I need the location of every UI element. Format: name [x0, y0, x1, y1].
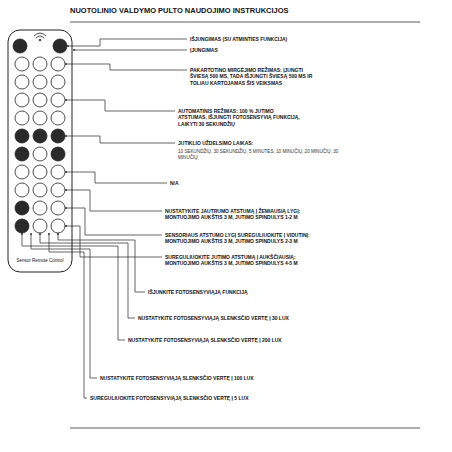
callout-text: SENSORIAUS ATSTUMO LYGĮ SUREGULIUOKITE Į… — [165, 232, 315, 245]
remote-button — [15, 147, 29, 161]
callout-text: PAKARTOTINO MIRGĖJIMO REŽIMAS: ĮJUNGTI Š… — [190, 67, 315, 86]
remote-button — [33, 57, 47, 71]
leader-dot — [48, 233, 50, 235]
rule-line — [70, 428, 420, 429]
rule-line — [70, 22, 420, 23]
leader-line — [22, 234, 125, 340]
remote-button — [51, 57, 65, 71]
title: NUOTOLINIO VALDYMO PULTO NAUDOJIMO INSTR… — [70, 6, 289, 15]
leader-line — [66, 100, 175, 111]
remote-button — [33, 183, 47, 197]
remote-button — [51, 165, 65, 179]
remote-button — [51, 129, 65, 143]
remote-button — [15, 165, 29, 179]
leader-dot — [21, 233, 23, 235]
remote-button — [51, 183, 65, 197]
remote-button — [15, 201, 29, 215]
remote-button — [15, 129, 29, 143]
remote-button — [51, 219, 65, 233]
leader-dot — [65, 207, 67, 209]
remote-button — [51, 201, 65, 215]
leader-dot — [65, 171, 67, 173]
leader-line — [66, 64, 187, 70]
remote-button — [53, 39, 67, 53]
callout-text: AUTOMATINIS REŽIMAS: 100 % JUTIMO ATSTUM… — [178, 108, 303, 127]
remote-button — [33, 93, 47, 107]
leader-line — [68, 39, 187, 46]
leader-dot — [57, 233, 59, 235]
remote-button — [15, 111, 29, 125]
remote-button — [33, 111, 47, 125]
callout-text: 10 SEKUNDŽIŲ, 30 SEKUNDŽIŲ, 5 MINUTĖS, 1… — [178, 149, 343, 160]
callout-text: NUSTATYKITE FOTOSENSYVIĄJĄ SLENKSČIO VER… — [138, 315, 358, 321]
remote-button — [51, 147, 65, 161]
leader-dot — [65, 63, 67, 65]
remote-buttons — [13, 39, 67, 233]
leader-dot — [65, 225, 67, 227]
remote-button — [51, 75, 65, 89]
remote-button — [33, 129, 47, 143]
remote-button — [15, 183, 29, 197]
remote-button — [15, 75, 29, 89]
remote-button — [15, 93, 29, 107]
callout-text: IŠJUNGIMAS (SU ATMINTIES FUNKCIJA) — [190, 36, 410, 42]
remote-button — [51, 111, 65, 125]
leader-line — [40, 234, 135, 318]
remote-button — [33, 201, 47, 215]
callout-text: NUSTATYKITE JAUTRUMO ATSTUMĄ Į ŽEMIAUSIĄ… — [165, 208, 315, 221]
callout-text: NUSTATYKITE FOTOSENSYVIĄJĄ SLENKSČIO VER… — [100, 375, 330, 381]
remote-button — [15, 219, 29, 233]
callout-text: SUREGULIUOKITE FOTOSENSYVIĄJĄ SLENKSČIO … — [90, 395, 330, 401]
callout-text: JUTIKLIO UŽDELSIMO LAIKAS: — [178, 140, 328, 146]
leader-dot — [39, 233, 41, 235]
device-label: Sensor Remote Control — [12, 258, 68, 264]
remote-button — [13, 39, 27, 53]
remote-button — [33, 147, 47, 161]
callout-text: SUREGULIUOKITE JUTIMO ATSTUMĄ Į AUKŠČIAU… — [165, 254, 315, 267]
remote-button — [15, 57, 29, 71]
leader-line — [66, 136, 175, 143]
remote-button — [33, 219, 47, 233]
callout-text: N/A — [170, 180, 230, 186]
remote-button — [33, 165, 47, 179]
callout-text: IŠJUNKITE FOTOSENSYVIĄJĄ FUNKCIJĄ — [148, 289, 348, 295]
leader-dot — [30, 233, 32, 235]
callout-text: NUSTATYKITE FOTOSENSYVIĄJĄ SLENKSČIO VER… — [128, 337, 348, 343]
leader-dot — [67, 45, 69, 47]
callout-text: ĮJUNGIMAS — [190, 47, 410, 53]
wifi-icon — [34, 33, 46, 41]
leader-dot — [65, 135, 67, 137]
leader-dot — [65, 99, 67, 101]
leader-dot — [73, 49, 75, 51]
leader-dot — [65, 189, 67, 191]
remote-button — [33, 75, 47, 89]
leader-line — [66, 172, 167, 183]
leader-line — [31, 234, 97, 378]
leader-line — [74, 50, 187, 51]
leader-line — [66, 208, 162, 235]
remote-button — [51, 93, 65, 107]
